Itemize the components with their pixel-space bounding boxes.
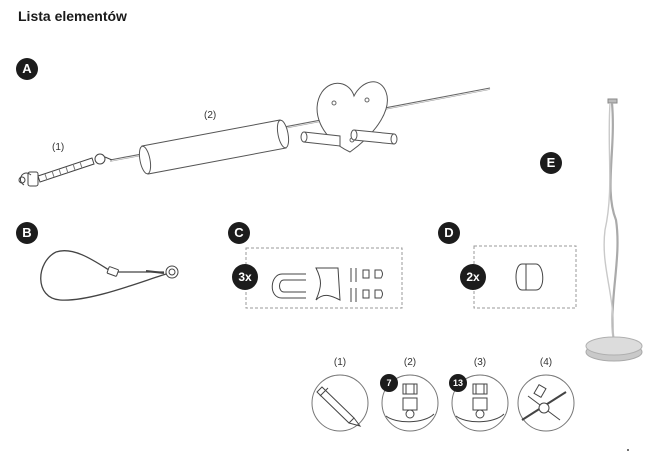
nuts-and-washers — [350, 268, 383, 302]
tool-circle-4 — [517, 374, 575, 432]
quantity-badge-c: 3x — [232, 264, 258, 290]
section-e-badge: E — [540, 152, 562, 174]
step-label-4: (4) — [539, 357, 553, 368]
section-a-badge: A — [16, 58, 38, 80]
quantity-badge-d: 2x — [460, 264, 486, 290]
part-label-pipe: (2) — [204, 110, 217, 121]
tool-circle-2 — [381, 374, 439, 432]
heart-trolley — [300, 81, 398, 153]
part-label-turnbuckle: (1) — [52, 142, 65, 153]
section-d-badge: D — [438, 222, 460, 244]
seat-rope — [603, 98, 619, 345]
wire-sling — [40, 250, 179, 301]
pipe-sleeve — [138, 119, 290, 175]
step-label-3: (3) — [473, 357, 487, 368]
wrench-size-badge-13: 13 — [449, 374, 467, 392]
clamp-saddle — [315, 267, 341, 301]
page-title: Lista elementów — [18, 8, 127, 24]
disc-seat — [585, 336, 643, 362]
section-b-badge: B — [16, 222, 38, 244]
corner-dot — [627, 449, 629, 451]
turnbuckle — [18, 153, 113, 187]
u-bolt-clamp — [271, 273, 306, 299]
step-label-2: (2) — [403, 357, 417, 368]
end-cap — [515, 263, 544, 291]
section-c-badge: C — [228, 222, 250, 244]
wrench-size-badge-7: 7 — [380, 374, 398, 392]
tool-circle-3 — [451, 374, 509, 432]
tool-circle-1 — [311, 374, 369, 432]
step-label-1: (1) — [333, 357, 347, 368]
